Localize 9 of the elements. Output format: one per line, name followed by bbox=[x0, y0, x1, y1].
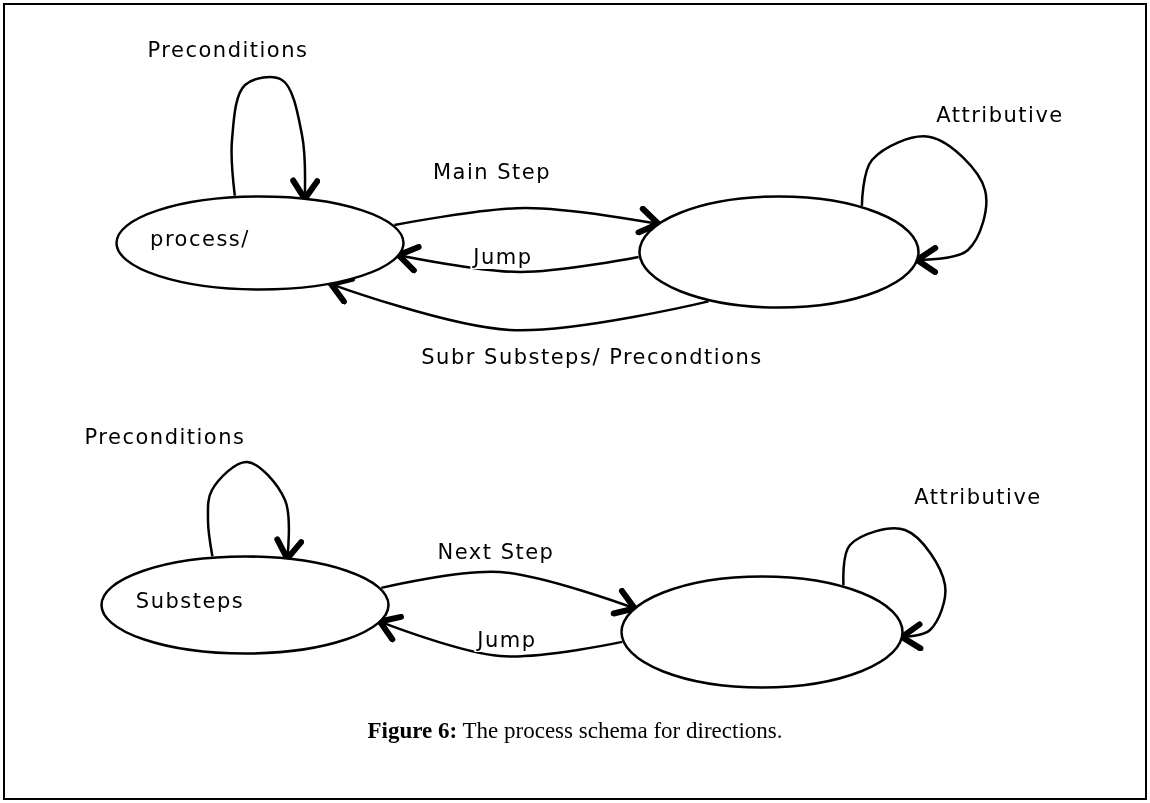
arrow bbox=[395, 243, 639, 274]
arrow bbox=[842, 527, 947, 652]
arrow bbox=[860, 135, 988, 275]
arrow bbox=[394, 205, 662, 236]
node-label: process/ bbox=[150, 227, 250, 251]
figure-caption: Figure 6: The process schema for directions. bbox=[367, 718, 783, 743]
node-label: Substeps bbox=[135, 589, 245, 613]
arrow bbox=[381, 570, 638, 617]
arrow bbox=[376, 613, 623, 658]
